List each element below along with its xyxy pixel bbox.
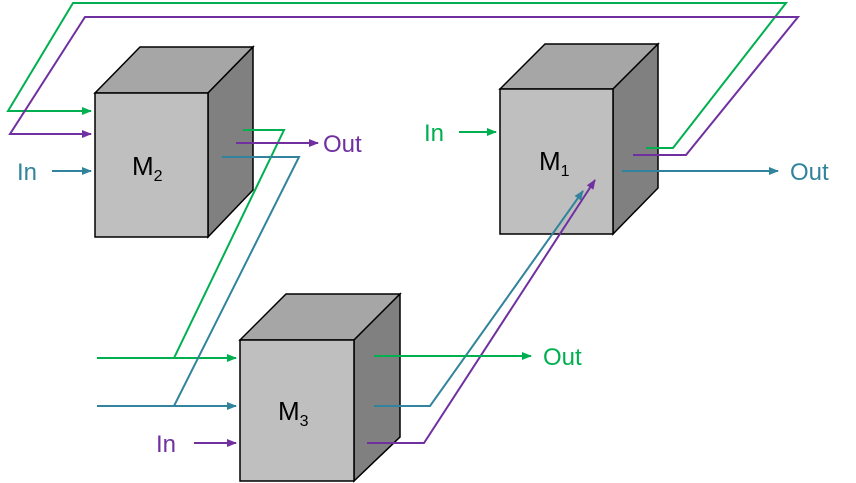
box-m1-subscript: 1: [561, 163, 570, 180]
box-m2-label: M2: [132, 151, 163, 185]
m2-in-label: In: [17, 159, 37, 186]
box-m1-label: M1: [539, 146, 570, 180]
box-m2: M2: [93, 45, 255, 239]
connector-teal-m2-to-m3: [97, 156, 301, 410]
box-m2-front: [94, 92, 209, 238]
m1-in-label: In: [424, 120, 444, 147]
box-m1-front: [499, 88, 614, 235]
box-m1: M1: [498, 42, 660, 236]
connector-purple-m1-to-m2: [8, 16, 801, 156]
m1-out-label: Out: [790, 159, 829, 186]
box-m3-subscript: 3: [300, 413, 309, 430]
m3-out-label: Out: [543, 344, 582, 371]
m2-out-label: Out: [323, 131, 362, 158]
box-m2-subscript: 2: [154, 168, 163, 185]
box-m3: M3: [238, 292, 402, 483]
connector-teal-m3-to-m1: [374, 190, 584, 407]
m3-in-label: In: [156, 431, 176, 458]
box-m3-front: [239, 339, 355, 482]
connector-green-m1-to-m2: [6, 1, 789, 149]
box-m3-label: M3: [278, 396, 309, 430]
connector-green-m2-to-m3: [97, 129, 286, 362]
connector-purple-m3-to-m1: [367, 179, 596, 444]
